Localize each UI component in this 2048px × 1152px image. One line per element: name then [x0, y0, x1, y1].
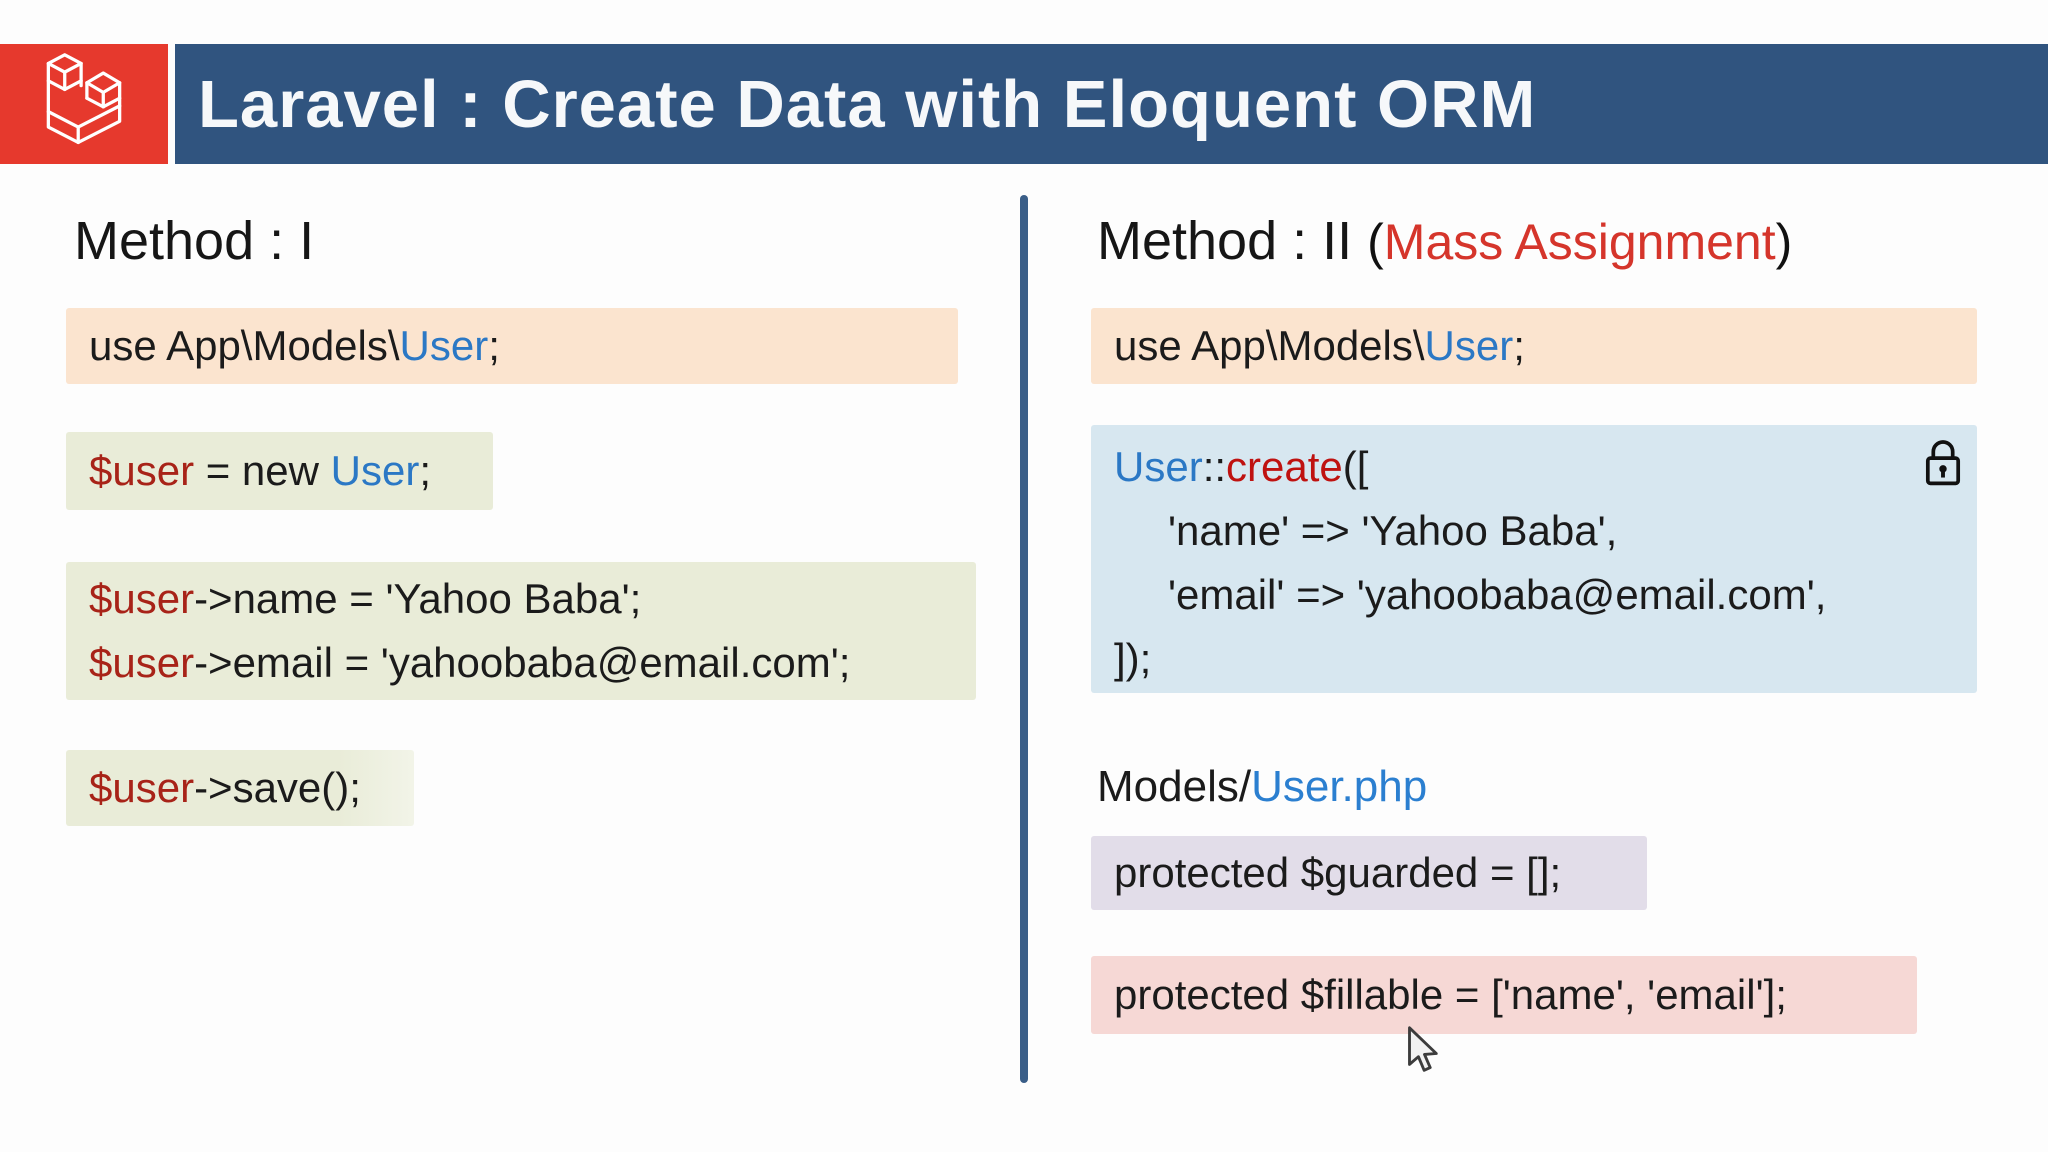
code-line: protected $fillable = ['name', 'email'];: [1114, 971, 1787, 1018]
code-block-use-left: use App\Models\User;: [66, 308, 958, 384]
code-token-user-class: User: [330, 447, 420, 494]
code-token: = new: [194, 447, 331, 494]
code-token: ->save();: [194, 764, 361, 811]
code-token-variable: $user: [89, 639, 195, 686]
code-token: ;: [488, 322, 500, 369]
code-token: ([: [1342, 443, 1369, 490]
code-block-assignments: $user->name = 'Yahoo Baba'; $user->email…: [66, 562, 976, 700]
code-token-variable: $user: [89, 575, 195, 622]
mouse-cursor-icon: [1404, 1026, 1440, 1076]
code-line: $user->name = 'Yahoo Baba';: [66, 567, 976, 631]
code-line: 'name' => 'Yahoo Baba',: [1168, 507, 1618, 554]
model-label-filename: User.php: [1251, 762, 1428, 811]
code-token-user-class: User: [399, 322, 489, 369]
code-token: use App\Models\: [1114, 322, 1425, 369]
annotation-text: Mass Assignment: [1383, 214, 1776, 270]
code-token-user-class: User: [1114, 443, 1203, 490]
code-token: ;: [1513, 322, 1525, 369]
code-line: ]);: [1114, 635, 1152, 682]
method-2-heading-text: Method : II: [1097, 211, 1368, 271]
method-2-heading: Method : II (Mass Assignment): [1097, 210, 1792, 272]
annotation-paren-close: ): [1775, 214, 1793, 270]
logo-gap: [168, 44, 175, 164]
code-token: ;: [419, 447, 432, 494]
code-line: protected $guarded = [];: [1114, 849, 1562, 896]
code-token: use App\Models\: [89, 322, 400, 369]
code-block-save: $user->save();: [66, 750, 414, 826]
code-token: ->email = 'yahoobaba@email.com';: [194, 639, 851, 686]
code-line: $user->save();: [66, 756, 414, 820]
laravel-logo-icon: [28, 49, 140, 160]
code-line: User::create([: [1091, 435, 1977, 499]
method-1-heading: Method : I: [74, 211, 315, 271]
code-block-mass-create: User::create([ 'name' => 'Yahoo Baba', '…: [1091, 425, 1977, 693]
column-divider: [1020, 195, 1028, 1083]
code-token-user-class: User: [1424, 322, 1514, 369]
code-token: ::: [1202, 443, 1227, 490]
code-block-new-user: $user = new User;: [66, 432, 493, 510]
code-line: $user = new User;: [66, 439, 493, 503]
code-token-variable: $user: [89, 764, 195, 811]
model-label-prefix: Models/: [1097, 762, 1252, 811]
code-token: ->name = 'Yahoo Baba';: [194, 575, 642, 622]
code-line: $user->email = 'yahoobaba@email.com';: [66, 631, 976, 695]
annotation-paren-open: (: [1367, 214, 1384, 270]
page-title: Laravel : Create Data with Eloquent ORM: [198, 66, 1537, 142]
code-line: use App\Models\User;: [1091, 314, 1977, 378]
code-block-fillable: protected $fillable = ['name', 'email'];: [1091, 956, 1917, 1034]
mass-assignment-annotation: (Mass Assignment): [1367, 214, 1792, 270]
model-file-label: Models/User.php: [1097, 762, 1427, 812]
code-line: 'email' => 'yahoobaba@email.com',: [1168, 571, 1827, 618]
code-block-use-right: use App\Models\User;: [1091, 308, 1977, 384]
laravel-logo-box: [0, 44, 168, 164]
code-block-guarded: protected $guarded = [];: [1091, 836, 1647, 910]
code-line: use App\Models\User;: [66, 314, 958, 378]
code-token-variable: $user: [89, 447, 195, 494]
header-band: [0, 44, 2048, 164]
lock-icon: [1922, 437, 1964, 489]
code-token-create-method: create: [1226, 443, 1343, 490]
